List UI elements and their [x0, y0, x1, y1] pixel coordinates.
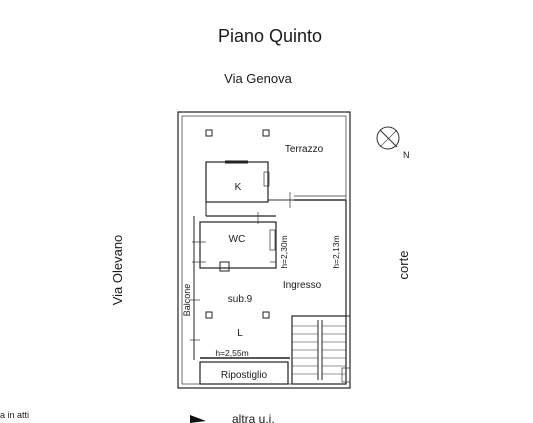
living-pillars	[205, 311, 270, 319]
compass-north-label: N	[403, 150, 410, 160]
room-label-balcony: Balcone	[182, 284, 192, 317]
room-label-storage: Ripostiglio	[221, 370, 268, 381]
storage-walls	[199, 357, 290, 385]
height-label-wc: h=2,30m	[279, 235, 289, 268]
plan-title: Piano Quinto	[218, 26, 322, 46]
compass-icon	[376, 126, 400, 150]
street-label-right: corte	[396, 251, 411, 280]
footer-left-note: a in atti	[0, 410, 29, 420]
entrance-walls	[292, 200, 350, 317]
balcony-strip	[190, 216, 200, 360]
kitchen-walls	[205, 160, 346, 217]
outer-walls	[177, 111, 351, 389]
footer-bottom-note: altra u.i.	[232, 412, 275, 423]
height-label-living: h=2,55m	[215, 348, 248, 358]
wc-walls	[192, 212, 277, 272]
room-label-wc: WC	[229, 234, 246, 245]
staircase	[291, 315, 351, 385]
room-label-kitchen: K	[235, 182, 242, 193]
street-label-top: Via Genova	[224, 71, 292, 86]
street-label-left: Via Olevano	[110, 235, 125, 306]
arrow-icon	[190, 415, 206, 423]
terrace-pillars	[205, 129, 270, 137]
room-label-unit: sub.9	[228, 294, 253, 305]
height-label-entrance: h=2,13m	[331, 235, 341, 268]
room-label-entrance: Ingresso	[283, 280, 322, 291]
room-label-living: L	[237, 328, 243, 339]
room-label-terrace: Terrazzo	[285, 144, 324, 155]
